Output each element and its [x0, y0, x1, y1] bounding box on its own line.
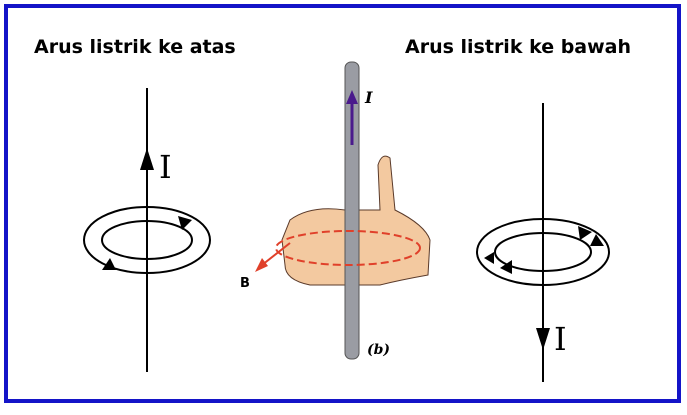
left-title: Arus listrik ke atas [34, 36, 236, 58]
field-ring-outer [83, 206, 211, 274]
current-up-arrow-icon [140, 148, 154, 170]
ring-arrow-icon [178, 216, 192, 230]
left-current-label: I [159, 148, 172, 186]
current-down-arrow-icon [536, 328, 550, 350]
field-ring-inner [494, 232, 592, 272]
right-wire-diagram [476, 103, 610, 382]
ring-arrow-icon [484, 252, 494, 264]
right-current-label: I [554, 320, 567, 358]
field-ring-inner [101, 220, 193, 260]
figure-label: (b) [367, 342, 391, 358]
rod [344, 61, 360, 360]
frame-border [4, 4, 681, 403]
right-hand-rule-illustration [255, 61, 431, 360]
ring-arrow-icon [102, 258, 116, 270]
left-wire-diagram [83, 88, 211, 372]
ring-arrow-icon [500, 260, 512, 274]
field-arrowhead-icon [255, 258, 268, 272]
field-loop [275, 230, 421, 266]
field-label: B [240, 276, 250, 291]
rod-current-label: I [365, 88, 373, 107]
field-ring-outer [476, 218, 610, 286]
right-title: Arus listrik ke bawah [405, 36, 632, 58]
ring-arrow-icon [578, 226, 592, 240]
rod-current-arrowhead-icon [346, 90, 358, 104]
ring-arrow-icon [590, 234, 604, 246]
field-vector [261, 242, 291, 266]
